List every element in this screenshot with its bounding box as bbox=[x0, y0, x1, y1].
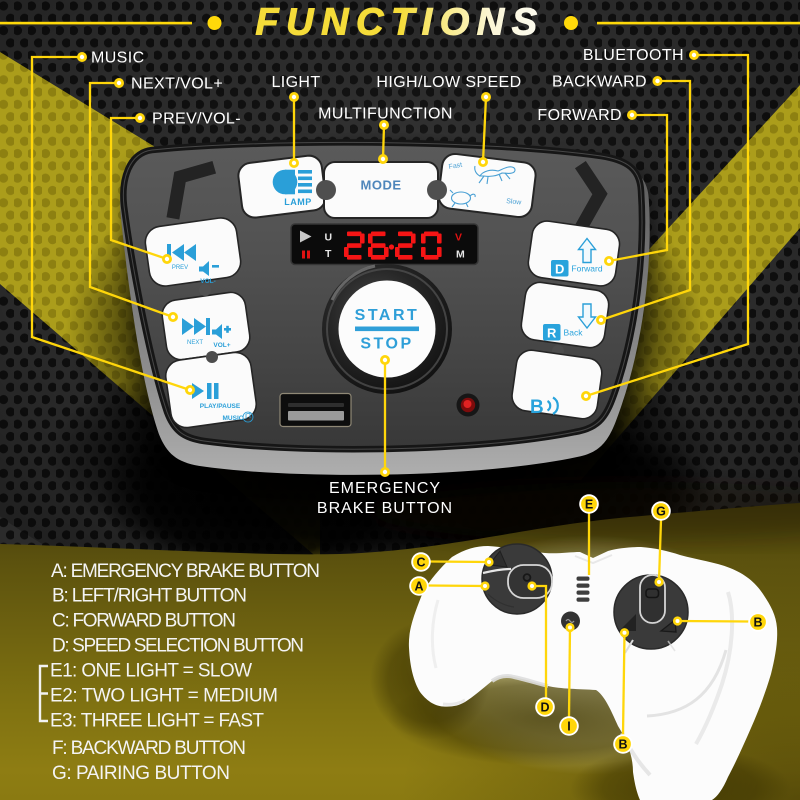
svg-text:FUNCTIONS: FUNCTIONS bbox=[255, 2, 544, 44]
svg-text:D: D bbox=[540, 701, 549, 715]
svg-text:NEXT/VOL+: NEXT/VOL+ bbox=[131, 76, 223, 93]
svg-text:EMERGENCY: EMERGENCY bbox=[329, 480, 441, 497]
svg-text:PREV: PREV bbox=[172, 265, 188, 271]
svg-text:A: EMERGENCY BRAKE BUTTON: A: EMERGENCY BRAKE BUTTON bbox=[51, 561, 320, 582]
svg-text:U: U bbox=[325, 232, 333, 244]
svg-text:FORWARD: FORWARD bbox=[537, 107, 622, 124]
svg-text:MULTIFUNCTION: MULTIFUNCTION bbox=[318, 106, 453, 123]
svg-text:HIGH/LOW SPEED: HIGH/LOW SPEED bbox=[376, 74, 521, 91]
svg-text:BACKWARD: BACKWARD bbox=[552, 74, 647, 91]
svg-text:D: D bbox=[555, 262, 564, 277]
svg-text:R: R bbox=[547, 326, 557, 341]
svg-text:BLUETOOTH: BLUETOOTH bbox=[583, 47, 684, 64]
svg-text:NEXT: NEXT bbox=[187, 340, 203, 346]
svg-text:VOL+: VOL+ bbox=[213, 342, 230, 349]
svg-text:STOP: STOP bbox=[360, 336, 413, 353]
svg-text:B: B bbox=[753, 616, 762, 630]
svg-text:Back: Back bbox=[564, 328, 584, 338]
svg-text:E: E bbox=[585, 498, 593, 512]
svg-text:B: B bbox=[618, 738, 627, 752]
svg-text:D: SPEED SELECTION BUTTON: D: SPEED SELECTION BUTTON bbox=[52, 636, 304, 657]
svg-text:MUSIC: MUSIC bbox=[91, 50, 145, 67]
svg-text:VOL-: VOL- bbox=[200, 278, 216, 285]
svg-text:Fast: Fast bbox=[448, 162, 463, 171]
svg-text:E2: TWO LIGHT = MEDIUM: E2: TWO LIGHT = MEDIUM bbox=[50, 686, 278, 707]
svg-text:E3: THREE LIGHT = FAST: E3: THREE LIGHT = FAST bbox=[50, 711, 264, 732]
svg-text:PLAY/PAUSE: PLAY/PAUSE bbox=[200, 403, 241, 410]
svg-text:C: C bbox=[416, 556, 425, 570]
svg-text:MUSIC: MUSIC bbox=[223, 415, 244, 422]
svg-text:Forward: Forward bbox=[571, 264, 602, 274]
svg-text:A: A bbox=[414, 580, 423, 594]
svg-text:I: I bbox=[567, 720, 570, 734]
svg-text:PREV/VOL-: PREV/VOL- bbox=[152, 111, 241, 128]
svg-text:F: BACKWARD BUTTON: F: BACKWARD BUTTON bbox=[52, 738, 246, 759]
svg-text:LAMP: LAMP bbox=[284, 197, 312, 207]
svg-text:M: M bbox=[456, 249, 465, 261]
svg-text:V: V bbox=[455, 232, 462, 244]
svg-text:LIGHT: LIGHT bbox=[271, 74, 320, 91]
svg-text:G: PAIRING BUTTON: G: PAIRING BUTTON bbox=[52, 763, 230, 784]
svg-text:BRAKE BUTTON: BRAKE BUTTON bbox=[317, 500, 453, 517]
svg-text:B: B bbox=[530, 397, 544, 418]
svg-text:B: LEFT/RIGHT BUTTON: B: LEFT/RIGHT BUTTON bbox=[52, 586, 247, 607]
svg-text:E1: ONE LIGHT = SLOW: E1: ONE LIGHT = SLOW bbox=[50, 661, 252, 682]
svg-text:T: T bbox=[325, 248, 332, 260]
svg-text:C: FORWARD BUTTON: C: FORWARD BUTTON bbox=[52, 611, 236, 632]
svg-text:Slow: Slow bbox=[506, 198, 523, 207]
svg-text:START: START bbox=[355, 307, 420, 324]
svg-text:MODE: MODE bbox=[361, 178, 402, 193]
svg-text:G: G bbox=[656, 505, 666, 519]
